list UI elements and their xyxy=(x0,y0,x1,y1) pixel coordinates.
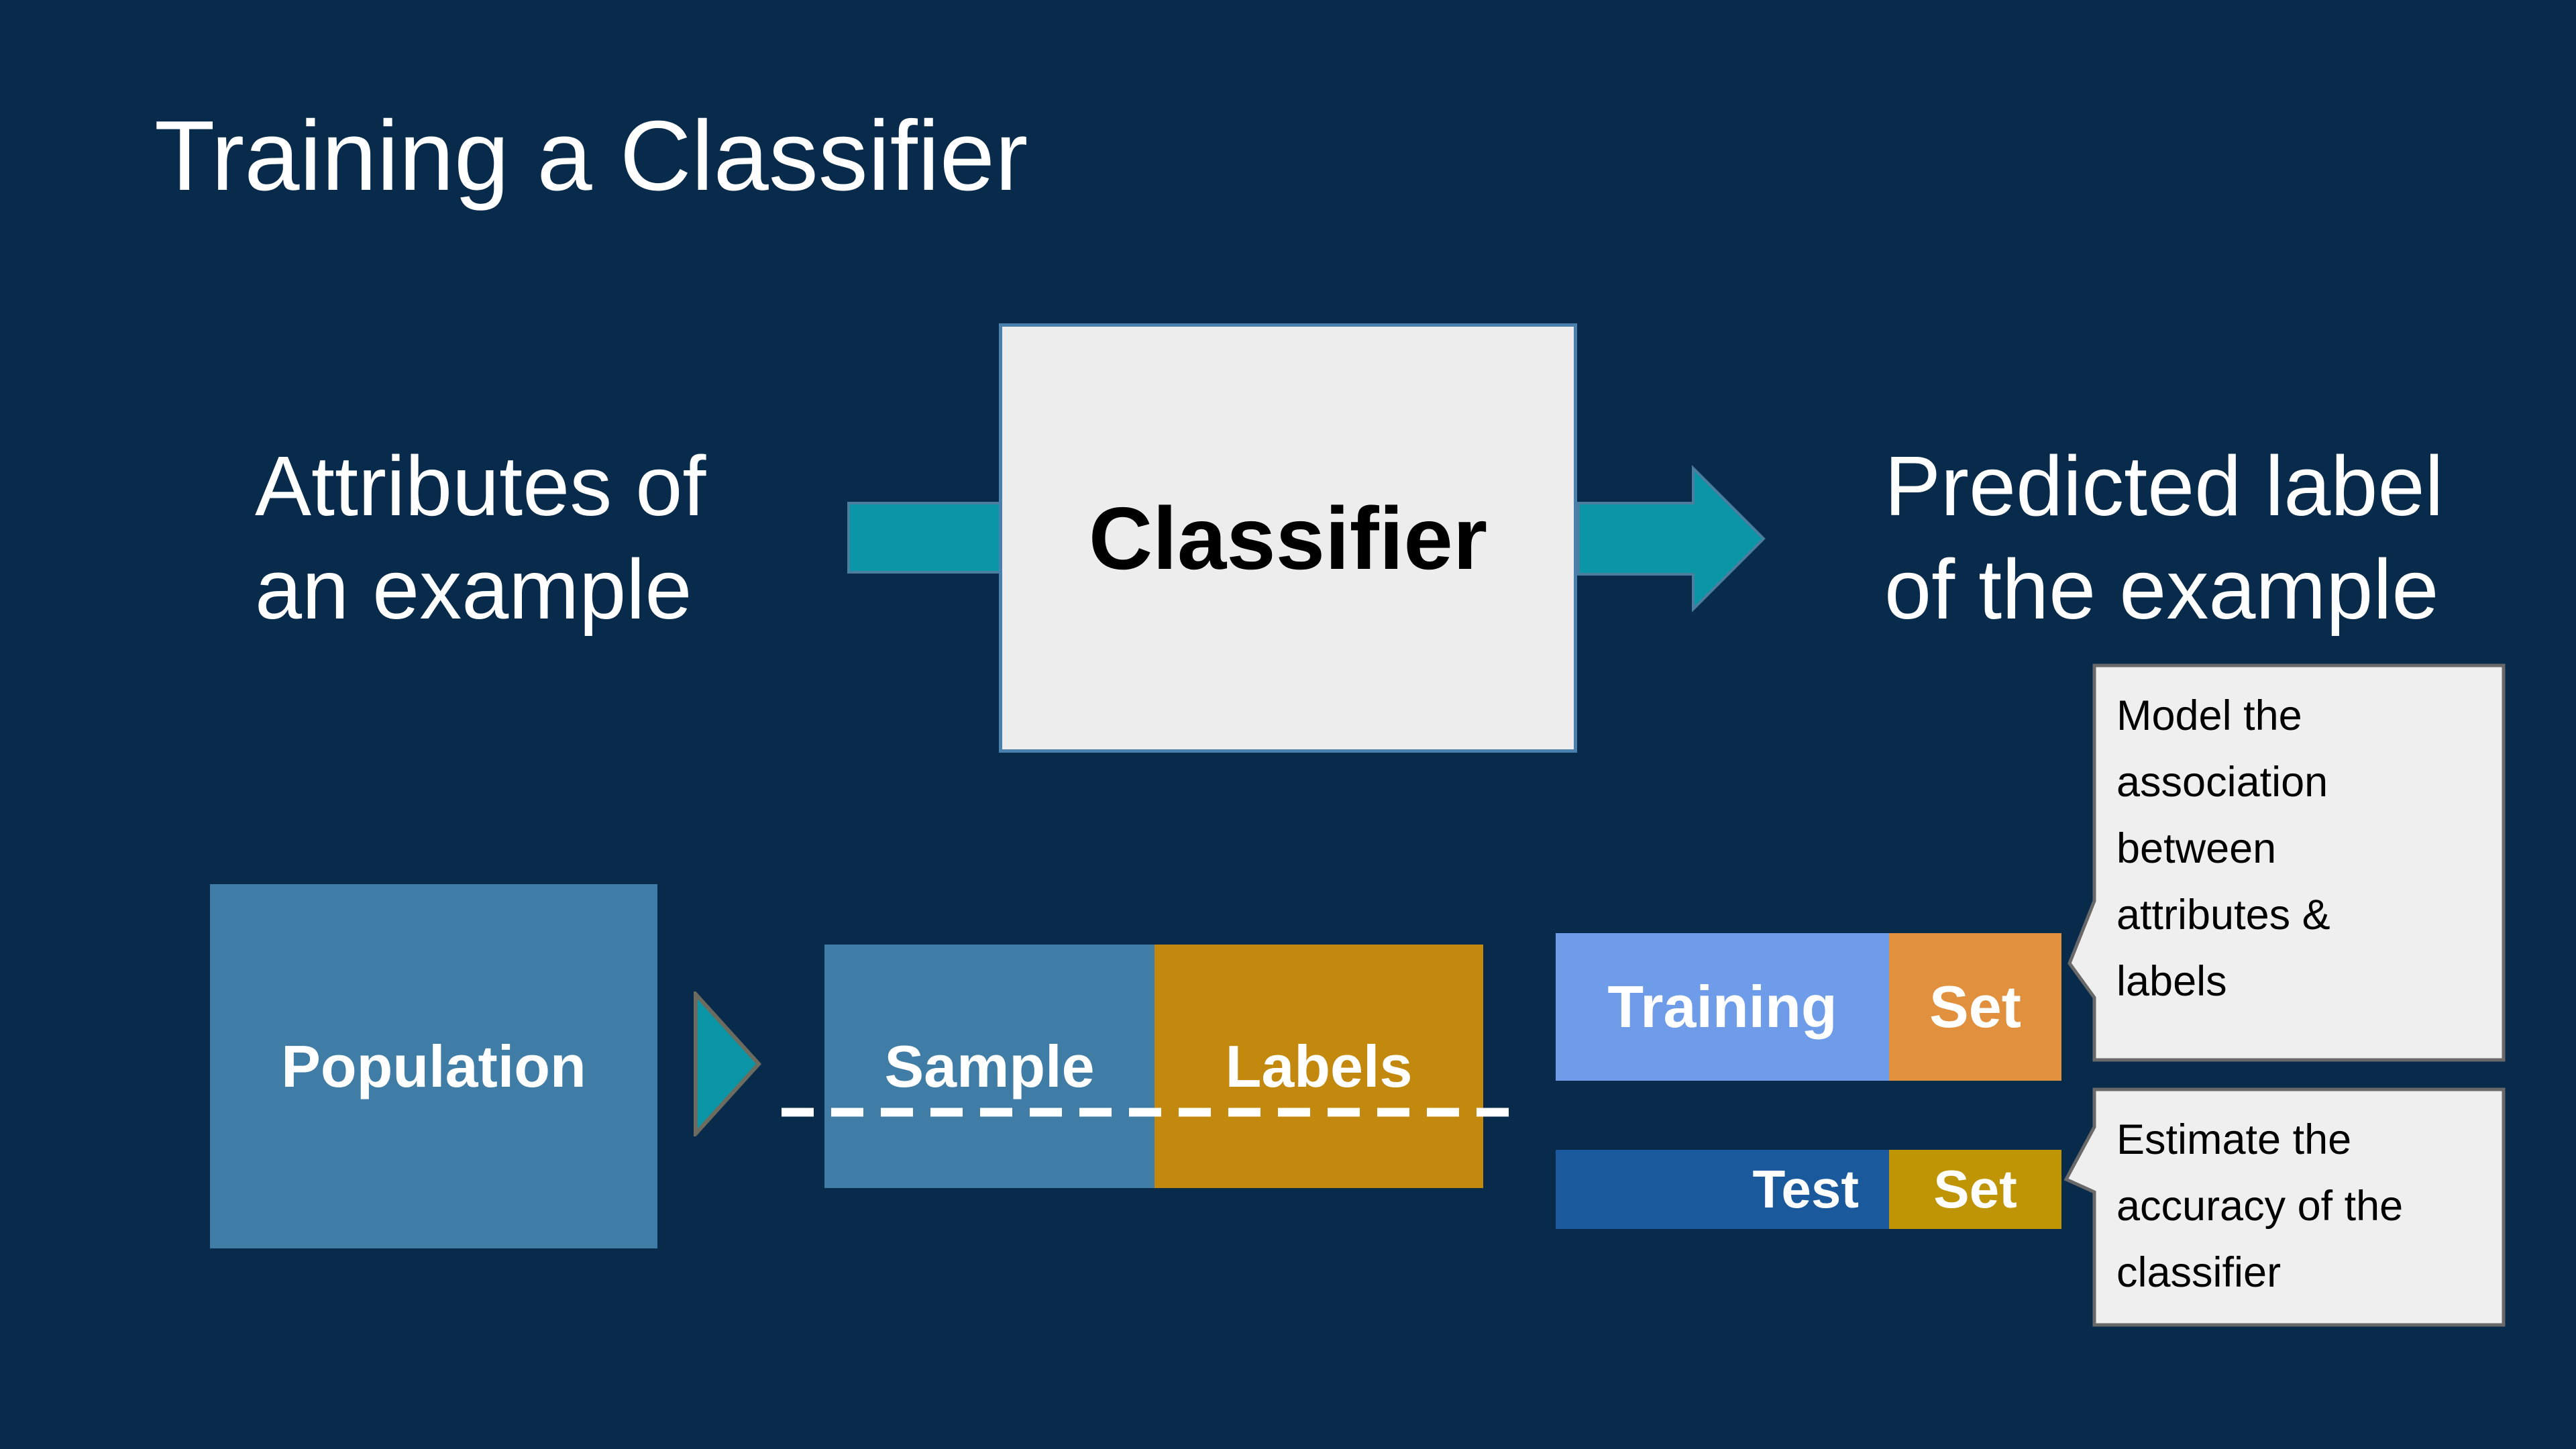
labels-box-label: Labels xyxy=(1225,1032,1413,1099)
training-set-box: Set xyxy=(1889,933,2061,1081)
test-set-box: Set xyxy=(1889,1150,2061,1229)
test-set-box-label: Set xyxy=(1933,1159,2017,1219)
sampling-arrow-triangle xyxy=(694,991,762,1136)
labels-box: Labels xyxy=(1155,945,1483,1188)
training-set-box-label: Set xyxy=(1929,973,2021,1040)
predicted-label-text: Predicted label of the example xyxy=(1884,439,2444,637)
output-arrow-shape xyxy=(1577,465,1766,612)
callout-bubble-test xyxy=(2063,1087,2506,1327)
classifier-box: Classifier xyxy=(999,323,1577,753)
training-box-label: Training xyxy=(1607,973,1837,1040)
input-attributes-label: Attributes of an example xyxy=(255,439,706,637)
population-box: Population xyxy=(210,884,657,1248)
sample-box: Sample xyxy=(824,945,1155,1188)
callout-test-text: Estimate the accuracy of the classifier xyxy=(2116,1116,2404,1296)
test-box-label: Test xyxy=(1752,1159,1859,1219)
page-title: Training a Classifier xyxy=(154,101,1028,211)
train-test-split-dashed-line xyxy=(782,1108,1523,1117)
callout-bubble-training xyxy=(2068,663,2506,1062)
population-box-label: Population xyxy=(281,1032,586,1099)
classifier-box-label: Classifier xyxy=(1088,488,1488,588)
test-box: Test xyxy=(1556,1150,1889,1229)
callout-training-text: Model the association between attributes… xyxy=(2116,692,2330,1005)
input-arrow-shape xyxy=(847,502,1002,574)
training-box: Training xyxy=(1556,933,1889,1081)
sample-box-label: Sample xyxy=(884,1032,1095,1099)
